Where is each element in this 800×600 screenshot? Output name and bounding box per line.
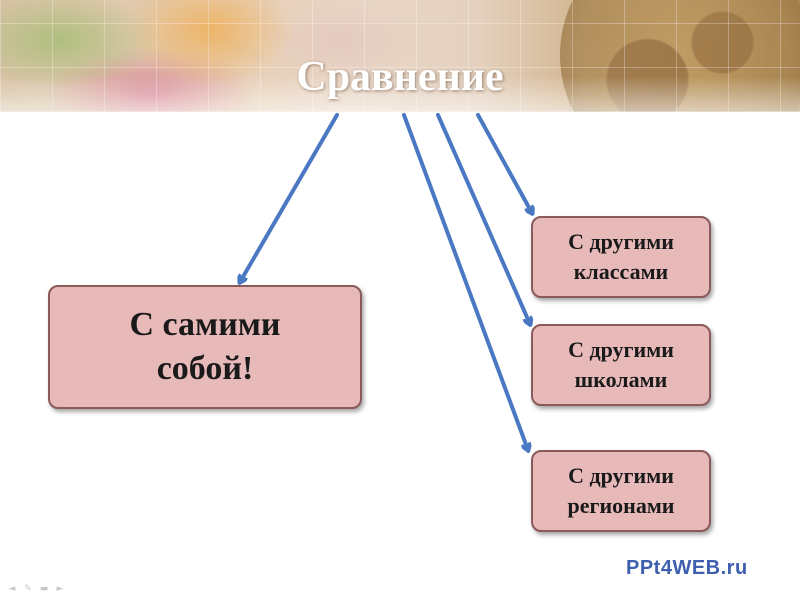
menu-icon[interactable]: ▬: [39, 584, 49, 594]
header-banner: [0, 0, 800, 112]
box-other-regions: С другими регионами: [531, 450, 711, 532]
box-self-label: С самими собой!: [129, 306, 281, 387]
next-icon[interactable]: ►: [56, 584, 64, 594]
banner-fade: [0, 76, 800, 112]
pen-icon[interactable]: ✎: [24, 584, 32, 594]
arrow-to-schools: [436, 113, 530, 324]
arrow-to-regions: [402, 113, 528, 450]
watermark: PPt4WEB.ru: [626, 557, 748, 579]
box-schools-label: С другими школами: [568, 337, 674, 392]
arrow-to-self: [240, 113, 339, 282]
box-regions-label: С другими регионами: [567, 463, 675, 518]
box-other-classes: С другими классами: [531, 216, 711, 298]
slide-title: Сравнение: [296, 54, 504, 100]
slideshow-controls: ◄ ✎ ▬ ►: [6, 584, 66, 594]
box-classes-label: С другими классами: [568, 229, 674, 284]
box-self-comparison: С самими собой!: [48, 285, 362, 409]
arrow-to-classes: [476, 113, 532, 213]
previous-icon[interactable]: ◄: [8, 584, 16, 594]
box-other-schools: С другими школами: [531, 324, 711, 406]
